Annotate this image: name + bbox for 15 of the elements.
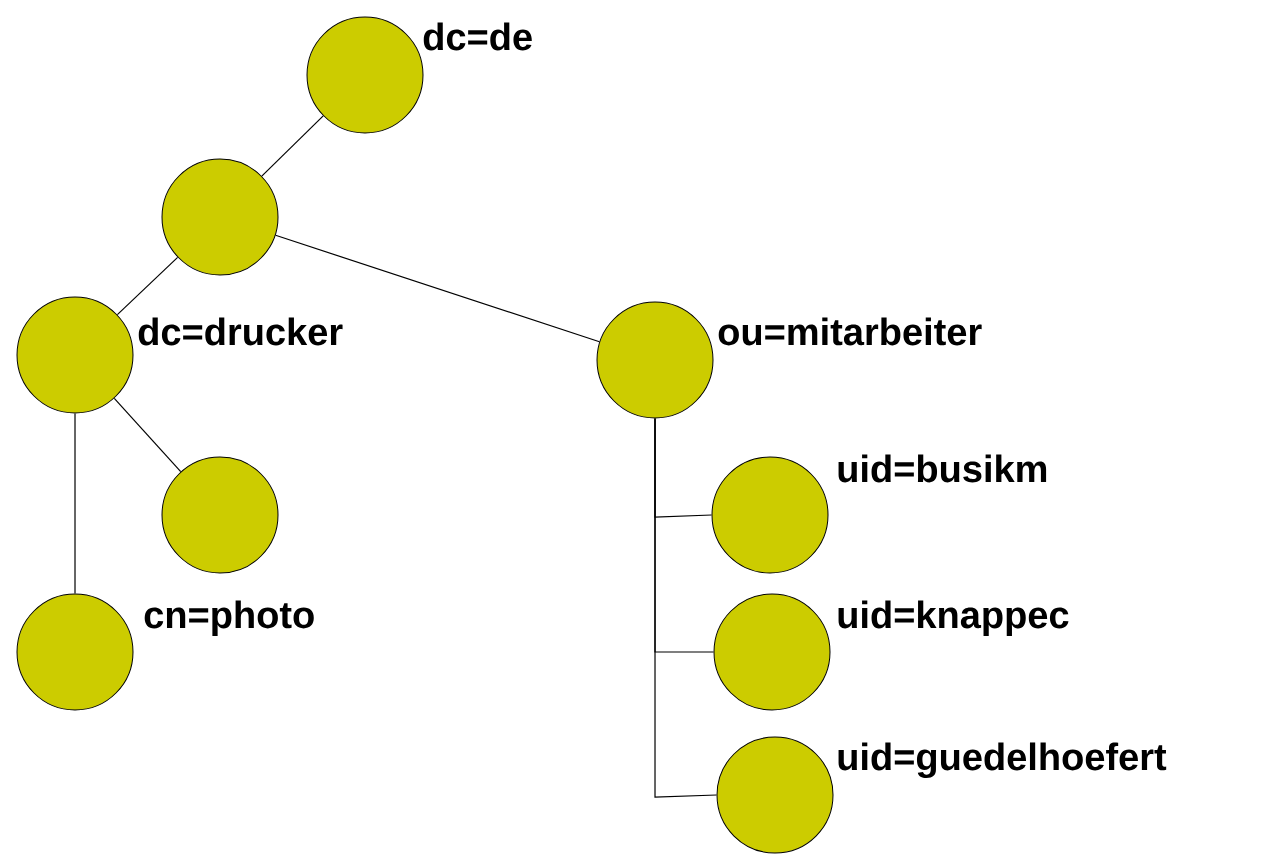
node-label: cn=photo [144,600,314,636]
node-label: ou=mitarbeiter [718,317,982,346]
node-label: dc=de [423,22,532,51]
connector-line [261,115,324,177]
circle-node [161,158,279,276]
node-label: uid=knappec [838,600,1069,636]
node-label: dc=drucker [138,317,343,346]
connector-line [274,234,601,343]
connector-line [113,397,182,473]
connector-line [654,417,718,798]
connector-line [74,412,76,595]
circle-node [161,456,279,574]
connector-line [116,256,179,316]
node-label: uid=guedelhoefert [838,742,1167,779]
node-label: uid=busikm [838,454,1047,483]
